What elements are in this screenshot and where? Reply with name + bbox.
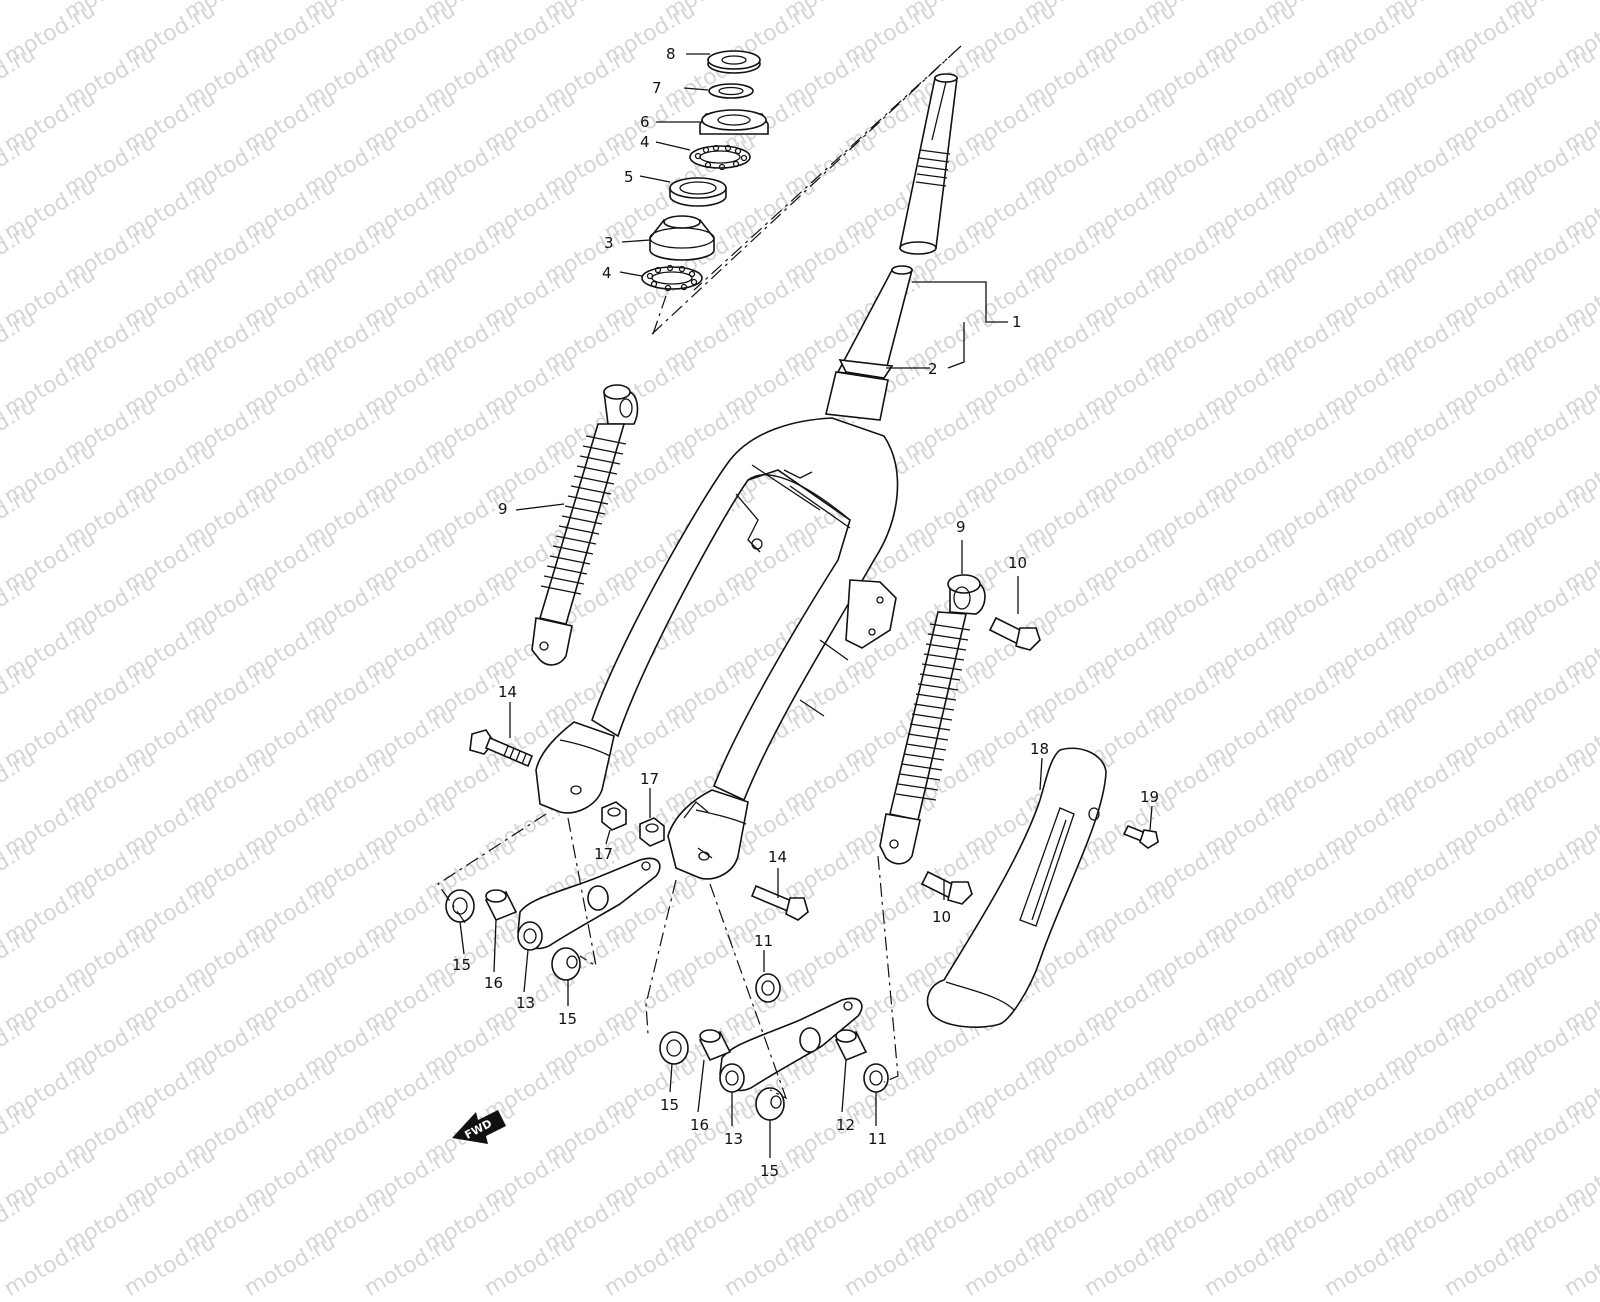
bolt-14-upper [469, 729, 534, 768]
lock-washer-7 [708, 83, 754, 99]
watermark-text: motod.ru [1200, 1229, 1300, 1302]
watermark-text: motod.ru [1320, 1229, 1420, 1302]
callout-9: 9 [498, 500, 508, 518]
watermark-text: motod.ru [0, 1229, 100, 1302]
spacer-16-a [484, 889, 518, 922]
bearing-race-5 [669, 177, 727, 207]
shock-absorber-right [879, 574, 986, 865]
bolt-10-lower [920, 870, 973, 905]
link-assembly-left [517, 857, 661, 951]
spacer-12 [834, 1029, 868, 1062]
leader-lines [459, 53, 1153, 1158]
callout-14: 14 [768, 848, 787, 866]
callout-12: 12 [836, 1116, 855, 1134]
guide-line-left-link [437, 813, 597, 968]
callout-labels: 8 7 6 4 5 3 4 1 2 9 9 10 14 17 17 18 19 … [452, 45, 1159, 1180]
callout-4: 4 [602, 264, 612, 282]
watermark-text: motod.ru [720, 1229, 820, 1302]
bearing-cone-3 [649, 215, 715, 261]
callout-6: 6 [640, 113, 650, 131]
collar-15-b [551, 947, 581, 981]
ball-bearing-lower-4 [641, 264, 703, 292]
callout-15: 15 [760, 1162, 779, 1180]
watermark-text: motod.ru [1080, 1229, 1180, 1302]
watermark-text: motod.ru [840, 1229, 940, 1302]
collar-15-c [659, 1031, 689, 1065]
callout-3: 3 [604, 234, 614, 252]
callout-10: 10 [932, 908, 951, 926]
callout-17: 17 [594, 845, 613, 863]
steering-stem-lower [825, 265, 914, 421]
callout-14: 14 [498, 683, 517, 701]
nut-17-right [639, 817, 665, 847]
callout-18: 18 [1030, 740, 1049, 758]
callout-9: 9 [956, 518, 966, 536]
fork-leg-right [667, 789, 749, 880]
link-assembly-right [719, 997, 863, 1093]
collar-15-a [445, 889, 475, 923]
watermark-text: motod.ru [1440, 1229, 1540, 1302]
callout-17: 17 [640, 770, 659, 788]
callout-4: 4 [640, 133, 650, 151]
locknut-8 [707, 50, 761, 74]
fwd-direction-badge: FWD [452, 1110, 506, 1144]
spacer-16-b [698, 1029, 732, 1062]
front-fork-body [591, 417, 899, 802]
callout-13: 13 [516, 994, 535, 1012]
callout-1: 1 [1012, 313, 1022, 331]
callout-11: 11 [868, 1130, 887, 1148]
callout-2: 2 [928, 360, 938, 378]
watermark-text: motod.ru [120, 1229, 220, 1302]
collar-11-a [755, 973, 781, 1003]
callout-5: 5 [624, 168, 634, 186]
callout-15: 15 [660, 1096, 679, 1114]
bolt-10-upper [988, 616, 1041, 651]
steering-nut-6 [699, 109, 769, 135]
callout-13: 13 [724, 1130, 743, 1148]
watermark-text: motod.ru [600, 1229, 700, 1302]
bolt-14-lower [750, 884, 809, 921]
callout-16: 16 [484, 974, 503, 992]
callout-15: 15 [558, 1010, 577, 1028]
guide-line-bearing-stack [651, 45, 962, 335]
watermark-text: motod.ru [240, 1229, 340, 1302]
screw-19 [1122, 824, 1159, 849]
collar-15-d [755, 1087, 785, 1121]
callout-10: 10 [1008, 554, 1027, 572]
front-fork-exploded-diagram: FWD 8 7 6 4 5 3 4 1 2 9 9 10 14 17 17 18… [437, 45, 1159, 1180]
shock-absorber-left [531, 384, 639, 666]
nut-17-left [601, 801, 627, 831]
callout-8: 8 [666, 45, 676, 63]
ball-bearing-upper-4 [689, 144, 751, 171]
callout-11: 11 [754, 932, 773, 950]
steering-stem-tube [899, 73, 958, 255]
fork-leg-left [535, 721, 615, 814]
callout-15: 15 [452, 956, 471, 974]
callout-19: 19 [1140, 788, 1159, 806]
callout-7: 7 [652, 79, 662, 97]
collar-11-b [863, 1063, 889, 1093]
watermark-text: motod.ru [960, 1229, 1060, 1302]
watermark-text: motod.ru [480, 1229, 580, 1302]
guide-line-right-link [645, 855, 899, 1100]
watermark-text: motod.ru [360, 1229, 460, 1302]
fork-cover-18 [926, 747, 1107, 1028]
callout-16: 16 [690, 1116, 709, 1134]
watermark-text: motod.ru [1560, 1229, 1600, 1302]
